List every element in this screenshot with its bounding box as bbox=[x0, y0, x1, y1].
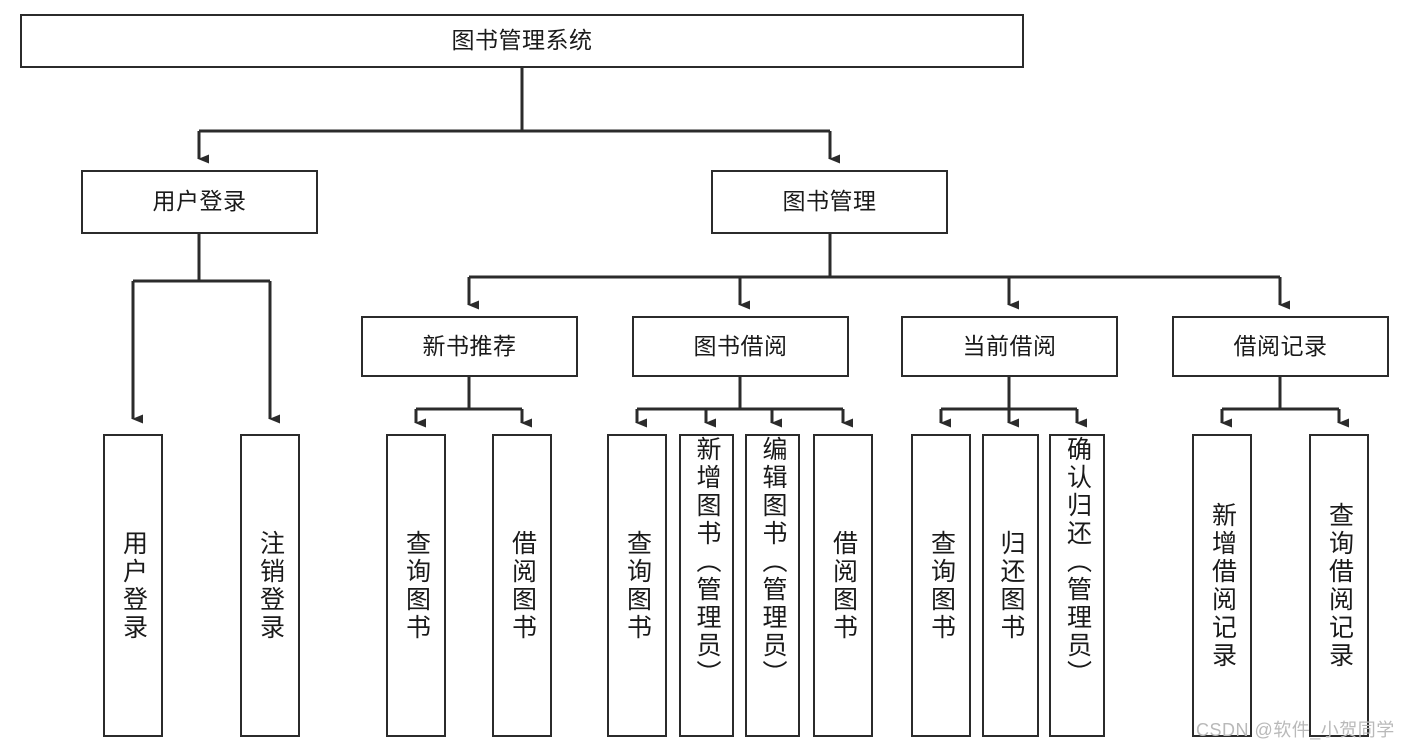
node-root-label: 图书管理系统 bbox=[451, 27, 593, 54]
node-leaf-confirm-return[interactable]: 确认归还（管理员） bbox=[1049, 434, 1105, 737]
node-leaf-logout-label: 注销登录 bbox=[256, 529, 285, 642]
node-borrow-records[interactable]: 借阅记录 bbox=[1172, 316, 1389, 377]
node-leaf-return-book-label: 归还图书 bbox=[997, 529, 1025, 642]
node-leaf-borrow-books-recommend-label: 借阅图书 bbox=[508, 529, 537, 642]
node-new-book-recommend[interactable]: 新书推荐 bbox=[361, 316, 578, 377]
node-leaf-return-book[interactable]: 归还图书 bbox=[982, 434, 1039, 737]
node-leaf-query-books-borrow-label: 查询图书 bbox=[623, 529, 652, 642]
node-leaf-add-borrow-record[interactable]: 新增借阅记录 bbox=[1192, 434, 1252, 737]
node-leaf-add-book-label: 新增图书（管理员） bbox=[693, 436, 721, 688]
node-leaf-borrow-book[interactable]: 借阅图书 bbox=[813, 434, 873, 737]
node-root[interactable]: 图书管理系统 bbox=[20, 14, 1024, 68]
node-leaf-add-book[interactable]: 新增图书（管理员） bbox=[679, 434, 734, 737]
node-leaf-borrow-books-recommend[interactable]: 借阅图书 bbox=[492, 434, 552, 737]
csdn-watermark: CSDN @软件_小贺同学 bbox=[1196, 720, 1395, 740]
node-leaf-user-login-label: 用户登录 bbox=[119, 529, 148, 642]
node-leaf-query-borrow-record[interactable]: 查询借阅记录 bbox=[1309, 434, 1369, 737]
node-leaf-query-books-borrow[interactable]: 查询图书 bbox=[607, 434, 667, 737]
node-leaf-query-books-current[interactable]: 查询图书 bbox=[911, 434, 971, 737]
node-leaf-confirm-return-label: 确认归还（管理员） bbox=[1063, 436, 1092, 688]
node-leaf-query-books-recommend-label: 查询图书 bbox=[402, 529, 431, 642]
node-new-book-recommend-label: 新书推荐 bbox=[422, 332, 517, 359]
node-leaf-edit-book[interactable]: 编辑图书（管理员） bbox=[745, 434, 800, 737]
node-leaf-query-borrow-record-label: 查询借阅记录 bbox=[1325, 501, 1354, 670]
node-leaf-edit-book-label: 编辑图书（管理员） bbox=[759, 436, 787, 688]
node-book-management-label: 图书管理 bbox=[782, 188, 877, 215]
node-leaf-query-books-current-label: 查询图书 bbox=[927, 529, 956, 642]
node-leaf-query-books-recommend[interactable]: 查询图书 bbox=[386, 434, 446, 737]
node-user-login-label: 用户登录 bbox=[152, 188, 247, 215]
node-book-borrow-label: 图书借阅 bbox=[693, 332, 788, 359]
node-current-borrow[interactable]: 当前借阅 bbox=[901, 316, 1118, 377]
node-leaf-user-login[interactable]: 用户登录 bbox=[103, 434, 163, 737]
node-user-login[interactable]: 用户登录 bbox=[81, 170, 318, 234]
node-book-borrow[interactable]: 图书借阅 bbox=[632, 316, 849, 377]
node-leaf-add-borrow-record-label: 新增借阅记录 bbox=[1208, 501, 1237, 670]
node-current-borrow-label: 当前借阅 bbox=[962, 332, 1057, 359]
node-borrow-records-label: 借阅记录 bbox=[1233, 332, 1328, 359]
node-leaf-borrow-book-label: 借阅图书 bbox=[829, 529, 858, 642]
node-leaf-logout[interactable]: 注销登录 bbox=[240, 434, 300, 737]
node-book-management[interactable]: 图书管理 bbox=[711, 170, 948, 234]
